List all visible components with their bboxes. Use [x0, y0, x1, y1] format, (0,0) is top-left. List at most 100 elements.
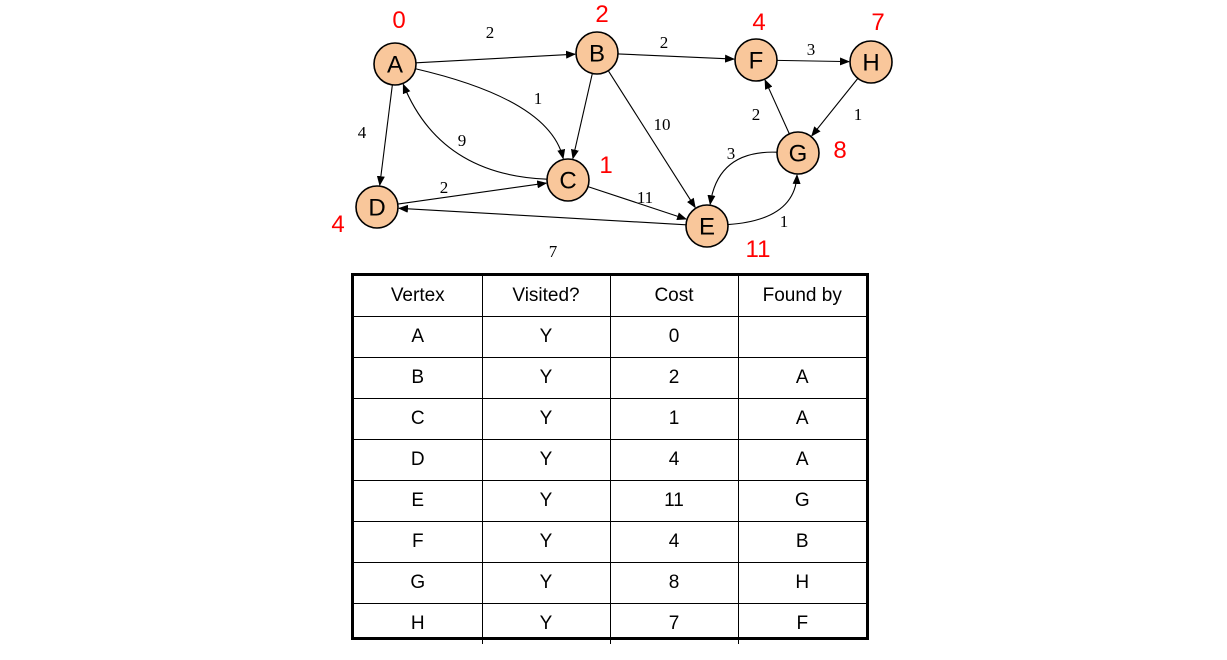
node-cost-g: 8 [833, 137, 846, 164]
node-cost-e: 11 [746, 236, 771, 263]
node-label: C [559, 168, 576, 195]
edge-f-h [776, 57, 851, 66]
edges-layer [376, 50, 859, 226]
node-f: F [734, 38, 778, 82]
cell-visited: Y [481, 357, 611, 399]
edge-b-c [571, 73, 593, 160]
edge-weight-d-c: 2 [440, 178, 449, 197]
edge-b-e [607, 70, 696, 209]
table-row: D Y 4 A [354, 439, 866, 481]
nodes-layer: A B C D E F G H [355, 31, 893, 248]
edge-weight-b-e: 10 [654, 115, 671, 134]
edge-e-g [727, 173, 801, 226]
edge-weight-a-d: 4 [358, 123, 367, 142]
edge-c-e [587, 186, 688, 221]
cell-cost: 4 [609, 439, 739, 481]
cell-visited: Y [481, 562, 611, 604]
node-h: H [849, 40, 893, 84]
cell-found-by: A [737, 439, 866, 481]
node-circle [546, 158, 590, 202]
cell-visited: Y [481, 480, 611, 522]
cell-found-by: A [737, 398, 866, 440]
cell-found-by [737, 316, 866, 358]
cell-vertex: C [354, 398, 483, 440]
cell-cost: 7 [609, 603, 739, 644]
cell-found-by: A [737, 357, 866, 399]
edge-weight-c-a: 9 [458, 131, 467, 150]
table-row: F Y 4 B [354, 521, 866, 563]
node-cost-f: 4 [752, 9, 765, 36]
node-circle [734, 38, 778, 82]
edge-weight-e-d: 7 [549, 242, 558, 261]
cell-visited: Y [481, 521, 611, 563]
node-label: B [589, 41, 605, 68]
node-d: D [355, 185, 399, 229]
cell-cost: 2 [609, 357, 739, 399]
node-cost-c: 1 [599, 152, 612, 179]
cell-vertex: H [354, 603, 483, 644]
cell-vertex: G [354, 562, 483, 604]
edge-h-g [811, 78, 859, 137]
cell-found-by: G [737, 480, 866, 522]
table-row: H Y 7 F [354, 603, 866, 644]
cell-vertex: E [354, 480, 483, 522]
node-e: E [685, 204, 729, 248]
node-label: A [387, 52, 403, 79]
edge-c-a [402, 83, 548, 180]
node-cost-d: 4 [331, 211, 344, 238]
node-circle [849, 40, 893, 84]
node-label: F [749, 48, 764, 75]
edge-e-d [397, 204, 687, 226]
edge-d-c [397, 180, 548, 205]
edge-weight-g-f: 2 [752, 105, 761, 124]
table: Vertex Visited? Cost Found by A Y 0 B Y … [354, 276, 866, 644]
node-label: E [699, 214, 715, 241]
cell-cost: 11 [609, 480, 739, 522]
node-circle [373, 42, 417, 86]
node-circle [355, 185, 399, 229]
header-cost: Cost [609, 276, 739, 317]
cell-visited: Y [481, 603, 611, 644]
cell-cost: 4 [609, 521, 739, 563]
header-visited: Visited? [481, 276, 611, 317]
costs-layer: 0 2 1 4 11 4 8 7 [331, 1, 884, 263]
table-row: E Y 11 G [354, 480, 866, 522]
table-row: G Y 8 H [354, 562, 866, 604]
node-label: D [368, 195, 385, 222]
edge-weight-f-h: 3 [807, 40, 816, 59]
edge-weight-c-e: 11 [637, 188, 653, 207]
table-row: A Y 0 [354, 316, 866, 358]
node-b: B [575, 31, 619, 75]
cell-vertex: A [354, 316, 483, 358]
cell-visited: Y [481, 398, 611, 440]
node-label: H [862, 50, 879, 77]
edge-g-e [707, 151, 778, 206]
node-label: G [789, 141, 808, 168]
edge-weight-g-e: 3 [727, 144, 736, 163]
edge-a-b [415, 50, 577, 64]
cell-cost: 1 [609, 398, 739, 440]
edge-g-f [764, 79, 790, 135]
cell-visited: Y [481, 439, 611, 481]
cell-vertex: D [354, 439, 483, 481]
edge-weight-h-g: 1 [854, 105, 863, 124]
node-circle [776, 131, 820, 175]
cell-found-by: H [737, 562, 866, 604]
node-cost-a: 0 [392, 7, 405, 34]
node-circle [575, 31, 619, 75]
cell-vertex: B [354, 357, 483, 399]
edge-weight-b-f: 2 [660, 33, 669, 52]
edge-b-f [617, 53, 736, 63]
node-a: A [373, 42, 417, 86]
table-row: C Y 1 A [354, 398, 866, 440]
table-header-row: Vertex Visited? Cost Found by [354, 276, 866, 317]
edge-a-c [415, 68, 566, 160]
node-cost-h: 7 [871, 9, 884, 36]
cell-vertex: F [354, 521, 483, 563]
node-circle [685, 204, 729, 248]
cell-visited: Y [481, 316, 611, 358]
table-row: B Y 2 A [354, 357, 866, 399]
cell-found-by: F [737, 603, 866, 644]
